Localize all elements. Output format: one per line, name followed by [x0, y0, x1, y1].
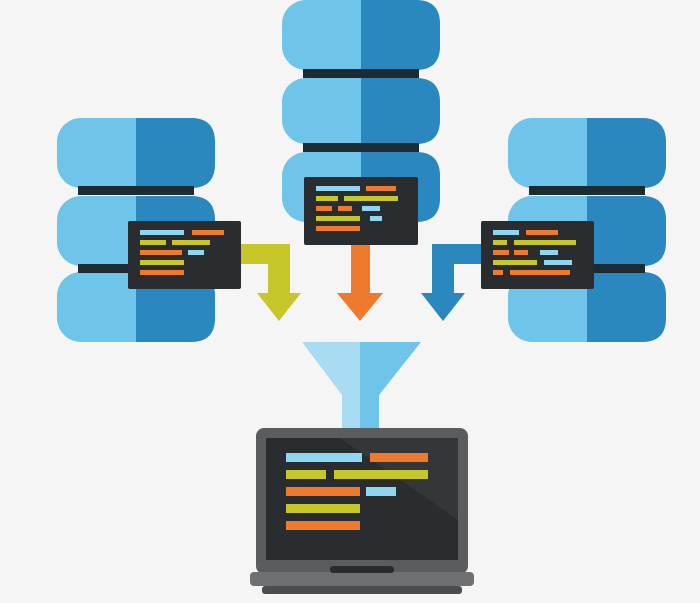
code-window-icon-center — [304, 177, 418, 245]
laptop-code-lines — [286, 453, 428, 530]
code-window-icon-left — [128, 221, 241, 289]
funnel-icon — [302, 342, 421, 442]
arrow-down-icon-right — [421, 244, 481, 321]
arrow-down-icon-center — [337, 245, 383, 321]
arrow-down-icon-left — [241, 244, 301, 321]
laptop-icon — [250, 428, 474, 594]
code-window-icon-right — [481, 221, 594, 289]
